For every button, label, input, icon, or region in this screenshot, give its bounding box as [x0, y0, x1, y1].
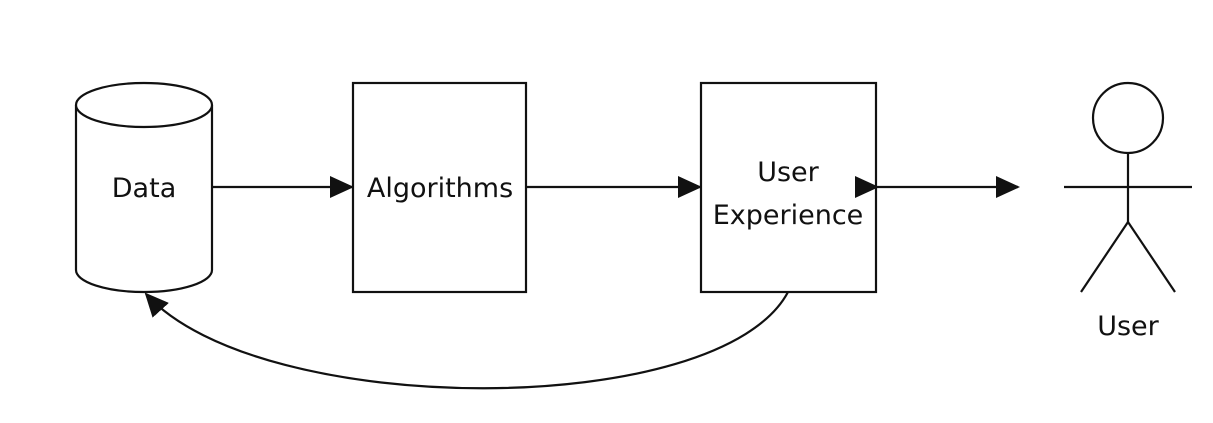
user-left-leg — [1080, 221, 1129, 293]
user-experience-label-line1: User — [757, 157, 819, 188]
data-node-label: Data — [112, 173, 176, 204]
data-node: Data — [74, 81, 214, 294]
user-node: User — [1064, 81, 1192, 342]
algorithms-box — [351, 81, 528, 294]
user-node-label: User — [1097, 311, 1159, 342]
data-cylinder-body — [74, 105, 214, 294]
data-cylinder-top — [74, 81, 214, 129]
user-experience-node: User Experience — [699, 81, 878, 294]
edge-user-experience-to-data-feedback — [144, 291, 789, 390]
algorithms-node: Algorithms — [351, 81, 528, 294]
user-right-leg — [1127, 221, 1176, 293]
user-experience-label-line2: Experience — [713, 200, 864, 231]
user-head — [1091, 81, 1165, 155]
algorithms-node-label: Algorithms — [367, 173, 513, 204]
